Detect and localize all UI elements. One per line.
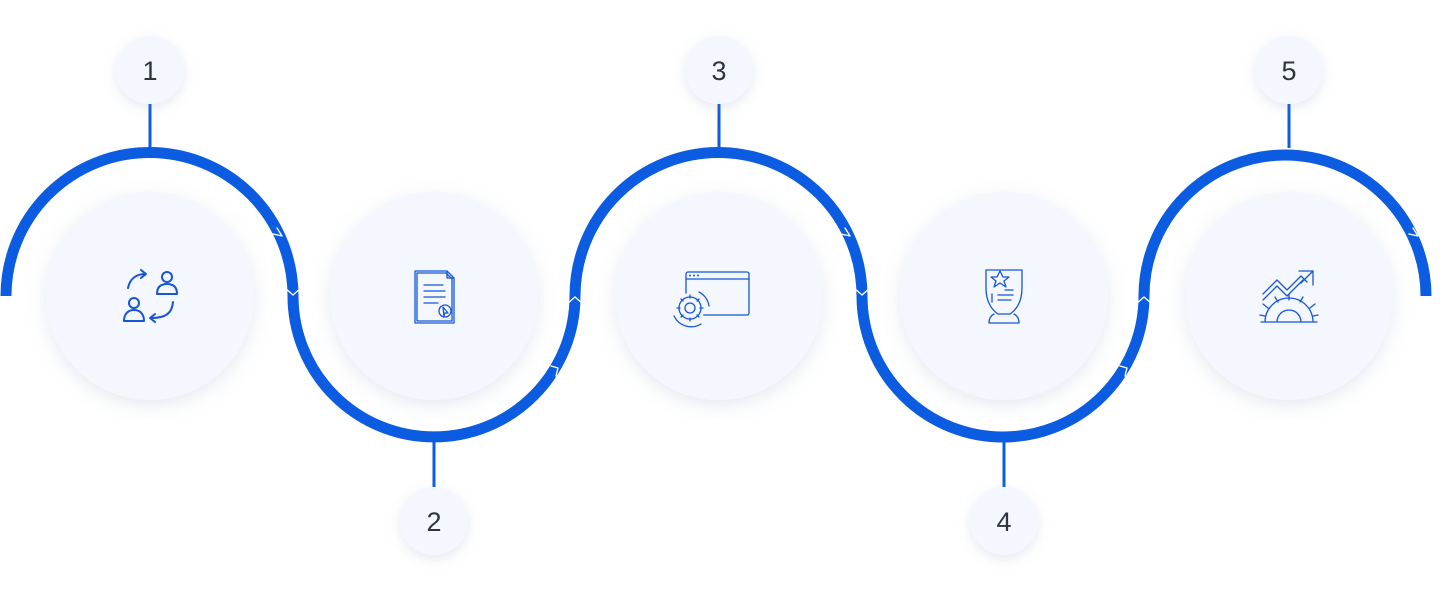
step-number: 5: [1281, 56, 1296, 86]
flow-arrow-icon: [1119, 365, 1128, 377]
step-circle-4: [900, 192, 1108, 400]
joint-chevron-icon: [284, 287, 302, 296]
step-badge-5: 5: [1255, 36, 1323, 104]
document-cursor-icon: [414, 270, 455, 324]
step-badge-1: 1: [116, 36, 184, 104]
step-number: 3: [711, 56, 726, 86]
flow-arrow-icon: [840, 227, 851, 237]
wave-line: [0, 147, 1432, 443]
step-badge-2: 2: [400, 487, 468, 555]
step-circle-3: [615, 192, 823, 400]
browser-gear-icon: [673, 271, 750, 328]
joint-chevron-icon: [1135, 296, 1153, 305]
step-number: 4: [996, 507, 1011, 537]
flow-arrow-icon: [1408, 227, 1419, 237]
joint-chevron-icon: [566, 296, 584, 305]
connectors: [148, 104, 1291, 487]
flow-arrow-icon: [550, 365, 559, 377]
growth-gear-icon: [1259, 270, 1319, 323]
joint-chevron-icon: [853, 287, 871, 296]
step-badge-3: 3: [685, 36, 753, 104]
award-trophy-icon: [985, 269, 1023, 324]
step-circle-1: [46, 192, 254, 400]
user-exchange-icon: [123, 269, 178, 323]
wave-inner-line: [16, 162, 1416, 427]
flow-arrow-icon: [272, 227, 283, 237]
step-number: 2: [426, 507, 441, 537]
step-circles: [46, 192, 1393, 400]
step-badge-4: 4: [970, 487, 1038, 555]
step-circle-2: [330, 192, 538, 400]
step-number: 1: [142, 56, 157, 86]
wave-track: [0, 147, 1432, 443]
